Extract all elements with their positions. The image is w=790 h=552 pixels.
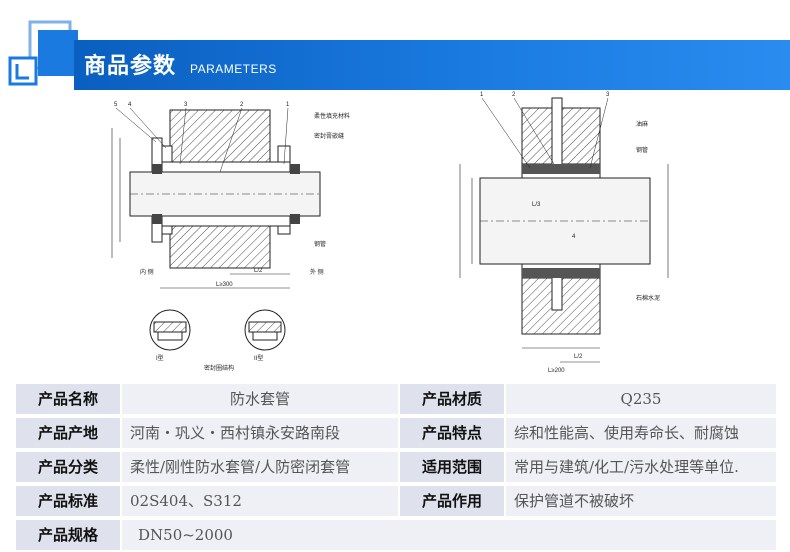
right-dim-length: L≥200 bbox=[548, 368, 565, 374]
spec-label: 适用范围 bbox=[400, 452, 504, 482]
spec-value: 柔性/刚性防水套管/人防密闭套管 bbox=[122, 452, 398, 482]
spec-value: Q235 bbox=[506, 384, 776, 414]
right-callout-2: 2 bbox=[512, 92, 516, 98]
spec-value: DN50~2000 bbox=[122, 520, 776, 550]
flexible-sleeve-drawing: 5 4 3 2 1 柔性填充材料 密封膏嵌缝 钢管 内 侧 外 侧 L/2 L≥… bbox=[100, 98, 370, 378]
spec-value: 02S404、S312 bbox=[122, 486, 398, 516]
left-detail-type2: II型 bbox=[254, 354, 263, 362]
right-note-asbestos: 石棉水泥 bbox=[636, 294, 660, 302]
spec-value: 常用与建筑/化工/污水处理等单位. bbox=[506, 452, 776, 482]
left-note-sealant: 密封膏嵌缝 bbox=[314, 132, 344, 140]
spec-label: 产品规格 bbox=[16, 520, 120, 550]
spec-value: 保护管道不被破坏 bbox=[506, 486, 776, 516]
left-dim-length: L≥300 bbox=[216, 282, 233, 288]
left-note-filler: 柔性填充材料 bbox=[314, 112, 350, 120]
spec-row: 产品规格 DN50~2000 bbox=[16, 518, 776, 552]
left-detail-type1: I型 bbox=[156, 354, 164, 362]
section-header: 商品参数 PARAMETERS bbox=[74, 40, 790, 90]
left-callout-1: 1 bbox=[286, 102, 290, 108]
header-logo-icon bbox=[6, 18, 80, 90]
spec-row: 产品产地 河南・巩义・西村镇永安路南段 产品特点 综和性能高、使用寿命长、耐腐蚀 bbox=[16, 416, 776, 450]
spec-row: 产品名称 防水套管 产品材质 Q235 bbox=[16, 382, 776, 416]
right-dim-half: L/2 bbox=[574, 354, 583, 360]
right-callout-4: 4 bbox=[572, 234, 576, 240]
left-note-pipe: 钢管 bbox=[314, 240, 326, 248]
left-callout-4: 4 bbox=[128, 102, 132, 108]
spec-label: 产品产地 bbox=[16, 418, 120, 448]
left-callout-2: 2 bbox=[240, 102, 244, 108]
rigid-sleeve-drawing: 1 2 3 4 油麻 钢管 石棉水泥 L/3 L/2 L≥200 bbox=[440, 88, 690, 378]
spec-value: 防水套管 bbox=[122, 384, 398, 414]
spec-row: 产品分类 柔性/刚性防水套管/人防密闭套管 适用范围 常用与建筑/化工/污水处理… bbox=[16, 450, 776, 484]
spec-value: 综和性能高、使用寿命长、耐腐蚀 bbox=[506, 418, 776, 448]
left-dim-half: L/2 bbox=[254, 268, 263, 274]
spec-label: 产品作用 bbox=[400, 486, 504, 516]
right-callout-3: 3 bbox=[606, 92, 610, 98]
left-callout-3: 3 bbox=[184, 102, 188, 108]
spec-value: 河南・巩义・西村镇永安路南段 bbox=[122, 418, 398, 448]
section-subtitle: PARAMETERS bbox=[190, 62, 277, 76]
right-note-hemp: 油麻 bbox=[636, 120, 648, 128]
spec-label: 产品名称 bbox=[16, 384, 120, 414]
spec-table: 产品名称 防水套管 产品材质 Q235 产品产地 河南・巩义・西村镇永安路南段 … bbox=[16, 382, 776, 552]
right-note-pipe: 钢管 bbox=[636, 146, 648, 154]
section-title: 商品参数 bbox=[84, 54, 177, 79]
spec-label: 产品特点 bbox=[400, 418, 504, 448]
spec-row: 产品标准 02S404、S312 产品作用 保护管道不被破坏 bbox=[16, 484, 776, 518]
spec-label: 产品标准 bbox=[16, 486, 120, 516]
left-note-inside: 内 侧 bbox=[140, 268, 154, 276]
left-callout-5: 5 bbox=[114, 102, 118, 108]
left-note-outside: 外 侧 bbox=[310, 268, 324, 276]
spec-label: 产品分类 bbox=[16, 452, 120, 482]
right-callout-1: 1 bbox=[480, 92, 484, 98]
spec-label: 产品材质 bbox=[400, 384, 504, 414]
left-detail-caption: 密封圈结构 bbox=[204, 364, 234, 372]
right-dim-third: L/3 bbox=[532, 202, 541, 208]
